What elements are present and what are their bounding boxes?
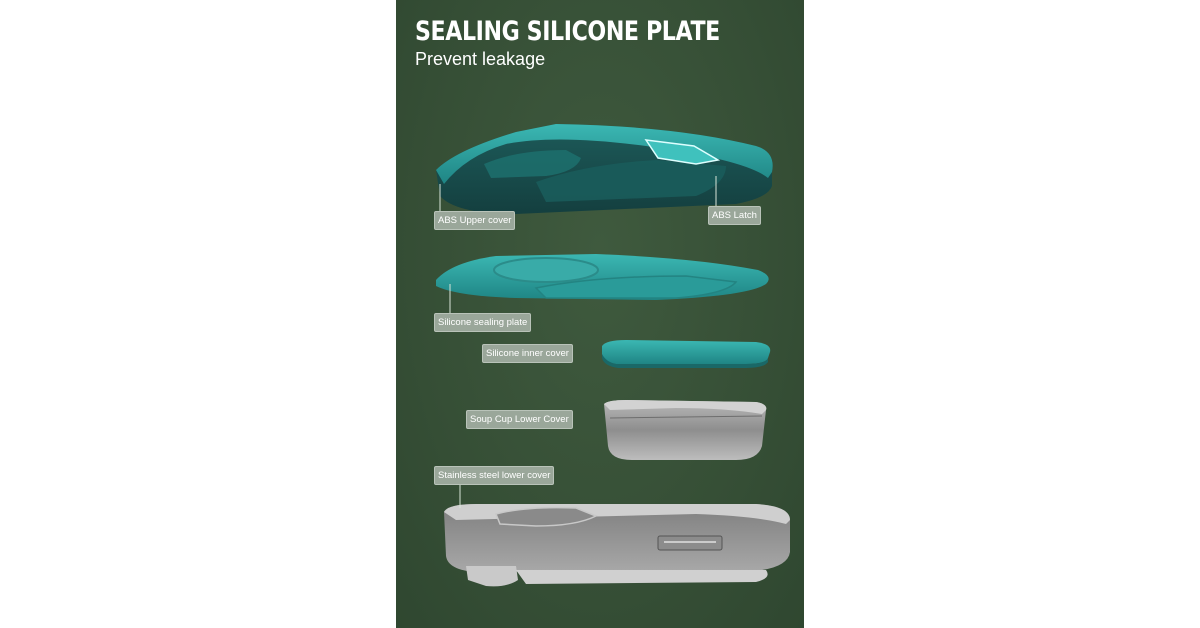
abs-upper-cover-label: ABS Upper cover [434, 211, 516, 230]
soup-cup-lower-cover-label: Soup Cup Lower Cover [466, 410, 573, 429]
silicone-inner-cover-label: Silicone inner cover [482, 344, 573, 363]
abs-upper-cover-part [436, 124, 773, 214]
silicone-sealing-plate-label: Silicone sealing plate [434, 313, 532, 332]
silicone-sealing-plate-part [436, 254, 769, 314]
page-title: SEALING SILICONE PLATE [415, 16, 720, 47]
page-subtitle: Prevent leakage [415, 49, 546, 69]
soup-cup-lower-cover-part [604, 400, 767, 460]
stainless-steel-lower-cover-label: Stainless steel lower cover [434, 466, 555, 485]
abs-latch-label: ABS Latch [708, 206, 761, 225]
stainless-steel-lower-cover-part [444, 484, 790, 587]
exploded-lunchbox-illustration [436, 124, 790, 587]
silicone-inner-cover-part [602, 340, 771, 368]
product-panel: SEALING SILICONE PLATE Prevent leakage [396, 0, 804, 628]
